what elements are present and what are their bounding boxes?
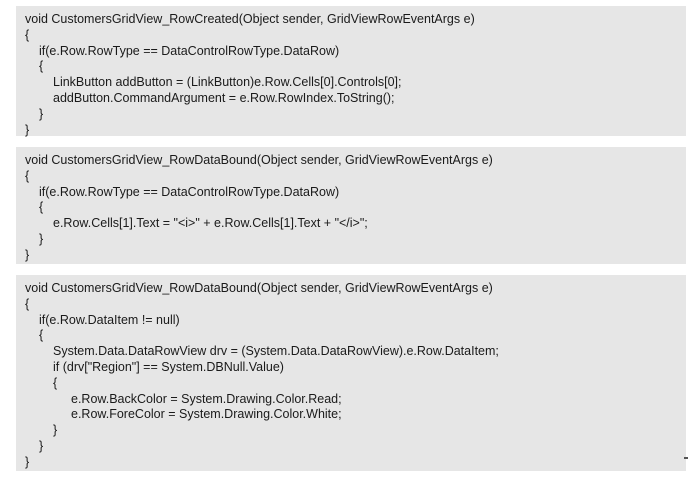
code-line: if(e.Row.DataItem != null) bbox=[39, 312, 180, 327]
code-line: } bbox=[25, 247, 30, 262]
code-block-rowdatabound-color: void CustomersGridView_RowDataBound(Obje… bbox=[16, 275, 686, 471]
code-line: LinkButton addButton = (LinkButton)e.Row… bbox=[53, 75, 402, 90]
code-line: { bbox=[39, 59, 44, 74]
code-line: e.Row.Cells[1].Text = "<i>" + e.Row.Cell… bbox=[53, 216, 368, 231]
code-line: } bbox=[39, 231, 44, 246]
code-line: if (drv["Region"] == System.DBNull.Value… bbox=[53, 359, 284, 374]
code-line: } bbox=[25, 122, 30, 137]
code-block-rowcreated: void CustomersGridView_RowCreated(Object… bbox=[16, 6, 686, 137]
code-line: e.Row.ForeColor = System.Drawing.Color.W… bbox=[71, 407, 342, 422]
code-line: if(e.Row.RowType == DataControlRowType.D… bbox=[39, 43, 340, 58]
code-line: } bbox=[25, 454, 30, 469]
code-line: } bbox=[39, 438, 44, 453]
code-line: { bbox=[39, 328, 44, 343]
code-line: e.Row.BackColor = System.Drawing.Color.R… bbox=[71, 391, 342, 406]
code-block-rowdatabound-italic: void CustomersGridView_RowDataBound(Obje… bbox=[16, 147, 686, 264]
code-line: void CustomersGridView_RowCreated(Object… bbox=[25, 12, 475, 26]
code-line: addButton.CommandArgument = e.Row.RowInd… bbox=[53, 90, 395, 105]
code-line: { bbox=[39, 200, 44, 215]
code-line: { bbox=[25, 27, 30, 42]
edge-mark bbox=[684, 457, 688, 459]
code-line: } bbox=[39, 106, 44, 121]
code-line: { bbox=[25, 168, 30, 183]
code-line: { bbox=[25, 296, 30, 311]
code-line: } bbox=[53, 423, 58, 438]
code-line: if(e.Row.RowType == DataControlRowType.D… bbox=[39, 184, 340, 199]
code-line: void CustomersGridView_RowDataBound(Obje… bbox=[25, 153, 493, 167]
code-line: { bbox=[53, 375, 58, 390]
code-line: System.Data.DataRowView drv = (System.Da… bbox=[53, 344, 499, 359]
code-line: void CustomersGridView_RowDataBound(Obje… bbox=[25, 281, 493, 295]
